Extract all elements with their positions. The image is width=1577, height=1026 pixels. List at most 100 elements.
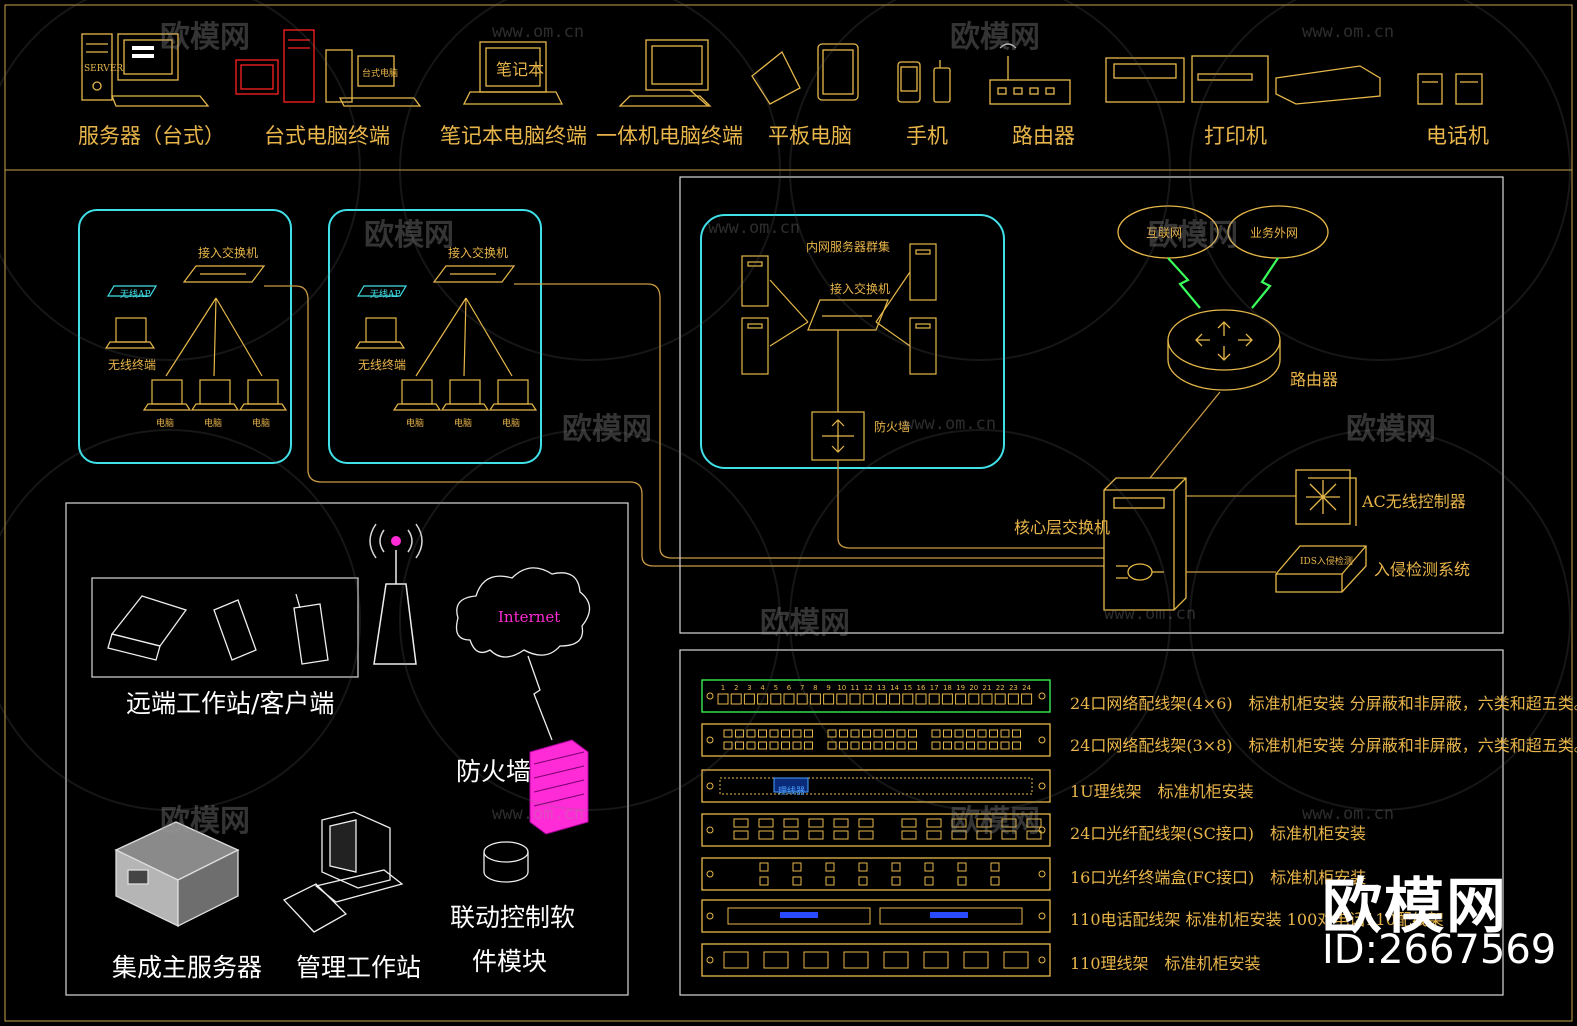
rack-port [889,693,901,705]
rack-port [926,830,942,840]
watermark-url: www.om.cn [1302,22,1395,42]
rack-port-number: 14 [890,684,899,692]
rack-screw [706,736,714,744]
rack-port [924,876,934,886]
rack-screw [1038,692,1046,700]
remote-firewall-label: 防火墙 [456,757,532,786]
watermark-url: www.om.cn [904,414,997,434]
watermark-url: www.om.cn [708,218,801,238]
business-net-label: 业务外网 [1250,226,1299,240]
rack-port [836,693,848,705]
wan-link-1 [1167,257,1201,309]
outer-frame [4,4,1573,1022]
watermark-url: www.om.cn [492,804,585,824]
rack-port [723,741,733,750]
legend-label-telephone: 电话机 [1426,124,1489,148]
rack-port-number: 16 [917,684,926,692]
rack-port [827,729,837,738]
rack-port [875,693,887,705]
rack-port [808,830,824,840]
server-cluster-label: 内网服务器群集 [806,240,891,254]
rack-screw [1038,736,1046,744]
rack-port [796,693,808,705]
rack-port [990,876,1000,886]
rack-port [901,818,917,828]
core-access-switch-label: 接入交换机 [830,282,891,296]
watermark-text: 欧模网 [364,218,454,253]
rack-port [850,729,860,738]
rack-port-number: 15 [903,684,912,692]
software-module-drawing [483,841,529,883]
rack-screw [1038,912,1046,920]
rack-screw [1038,956,1046,964]
rack-port [823,693,835,705]
rack-port-number: 10 [837,684,846,692]
software-label-line1: 联动控制软 [450,903,576,932]
rack-port [966,741,975,750]
remote-clients-frame [91,577,359,678]
ac-controller-label: AC无线控制器 [1362,492,1466,511]
lan1-pc-label-3: 电脑 [252,419,271,429]
rack-port [781,729,790,738]
workstation-label: 管理工作站 [296,953,422,982]
rack-port [735,741,744,750]
lan1-ap-label: 无线AP [120,290,151,300]
rack-port [758,741,767,750]
rack-port [994,693,1006,705]
rack-port [858,830,874,840]
rack-port [809,693,821,705]
lan-group-2-frame [328,209,542,464]
rack-port [968,693,980,705]
lan2-wireless-label: 无线终端 [358,358,407,372]
phone-icon [897,60,951,103]
rack-port [733,818,749,828]
main-server-label: 集成主服务器 [112,953,263,982]
rack-ring [923,951,949,969]
ids-label: 入侵检测系统 [1374,560,1471,579]
remote-firewall-drawing [529,739,589,835]
rack-ring [723,951,749,969]
watermark-url: www.om.cn [492,22,585,42]
rack-port [891,876,901,886]
rack-screw [706,782,714,790]
rack-panel-4 [701,813,1051,847]
remote-frame [65,502,629,996]
rack-port [862,729,871,738]
rack-port [792,862,802,872]
lan1-wireless-label: 无线终端 [108,358,157,372]
rack-port [849,693,861,705]
legend-label-laptop: 笔记本电脑终端 [440,124,587,148]
rack-port [1001,818,1017,828]
rack-port [885,729,894,738]
rack-port [827,741,837,750]
rack-port [926,818,942,828]
router-icon [989,43,1071,105]
rack-desc-1: 24口网络配线架(4×6) 标准机柜安装 分屏蔽和非屏蔽，六类和超五类。 [1070,694,1577,713]
remote-clients-drawing [107,593,329,665]
rack-screw [706,826,714,834]
lan1-pc-label-1: 电脑 [156,419,175,429]
main-server-drawing [114,821,240,928]
rack-port [783,830,799,840]
rack-port [891,862,901,872]
rack-port [931,741,941,750]
rack-port-number: 17 [930,684,939,692]
rack-port [783,693,795,705]
wan-link-2 [1251,257,1279,309]
rack-screw [706,692,714,700]
rack-port [759,862,769,872]
rack-port [951,818,967,828]
lan2-pc-label-2: 电脑 [454,419,473,429]
lan2-pc-label-3: 电脑 [502,419,521,429]
rack-port [733,830,749,840]
rack-port [769,729,779,738]
rack-port-number: 5 [774,684,778,692]
rack-panel-2 [701,723,1051,757]
rack-port-number: 20 [969,684,978,692]
rack-port [717,693,729,705]
rack-ring [763,951,789,969]
rack-port [873,729,883,738]
watermark-text: 欧模网 [760,606,850,641]
rack-ring [843,951,869,969]
rack-port [957,876,967,886]
